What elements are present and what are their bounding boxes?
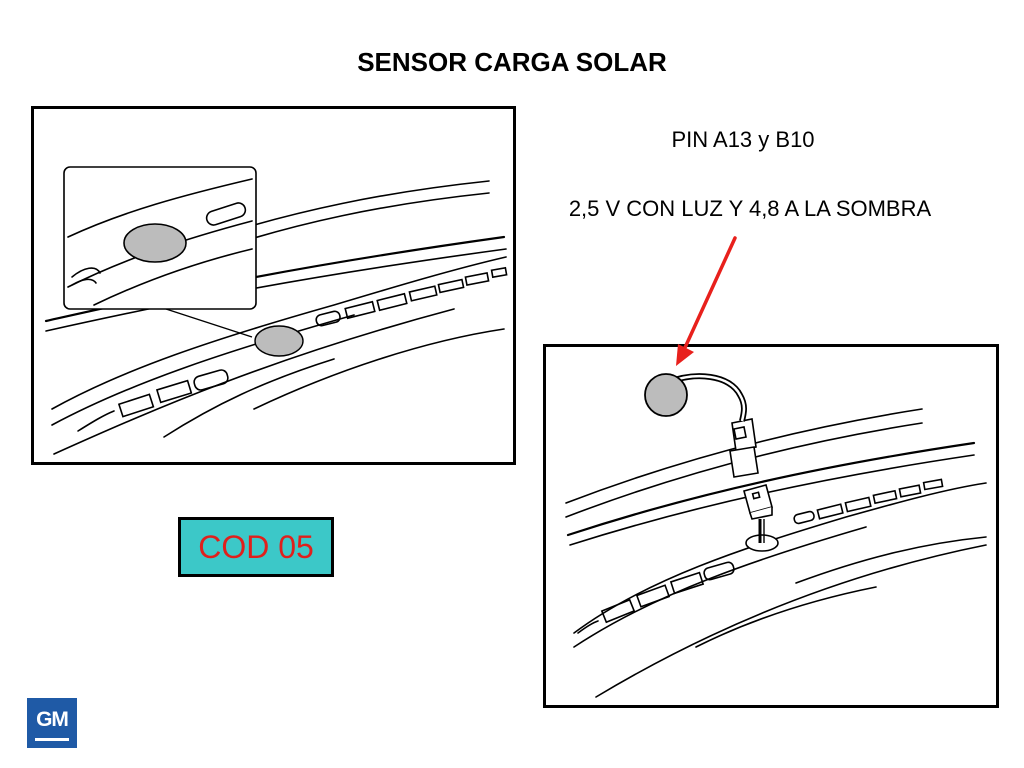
logo-text: GM	[36, 708, 69, 731]
removal-drawing	[565, 373, 987, 698]
code-badge: COD 05	[178, 517, 334, 577]
code-label: COD 05	[198, 528, 314, 565]
dashboard-sensor-illustration	[31, 106, 516, 465]
page-title: SENSOR CARGA SOLAR	[357, 47, 667, 77]
logo-underline	[35, 738, 69, 741]
sensor-removal-illustration	[543, 344, 999, 708]
dashboard-drawing	[44, 166, 508, 455]
gm-logo: GM	[27, 698, 77, 748]
voltage-label: 2,5 V CON LUZ Y 4,8 A LA SOMBRA	[568, 196, 932, 221]
pin-label: PIN A13 y B10	[671, 127, 815, 152]
